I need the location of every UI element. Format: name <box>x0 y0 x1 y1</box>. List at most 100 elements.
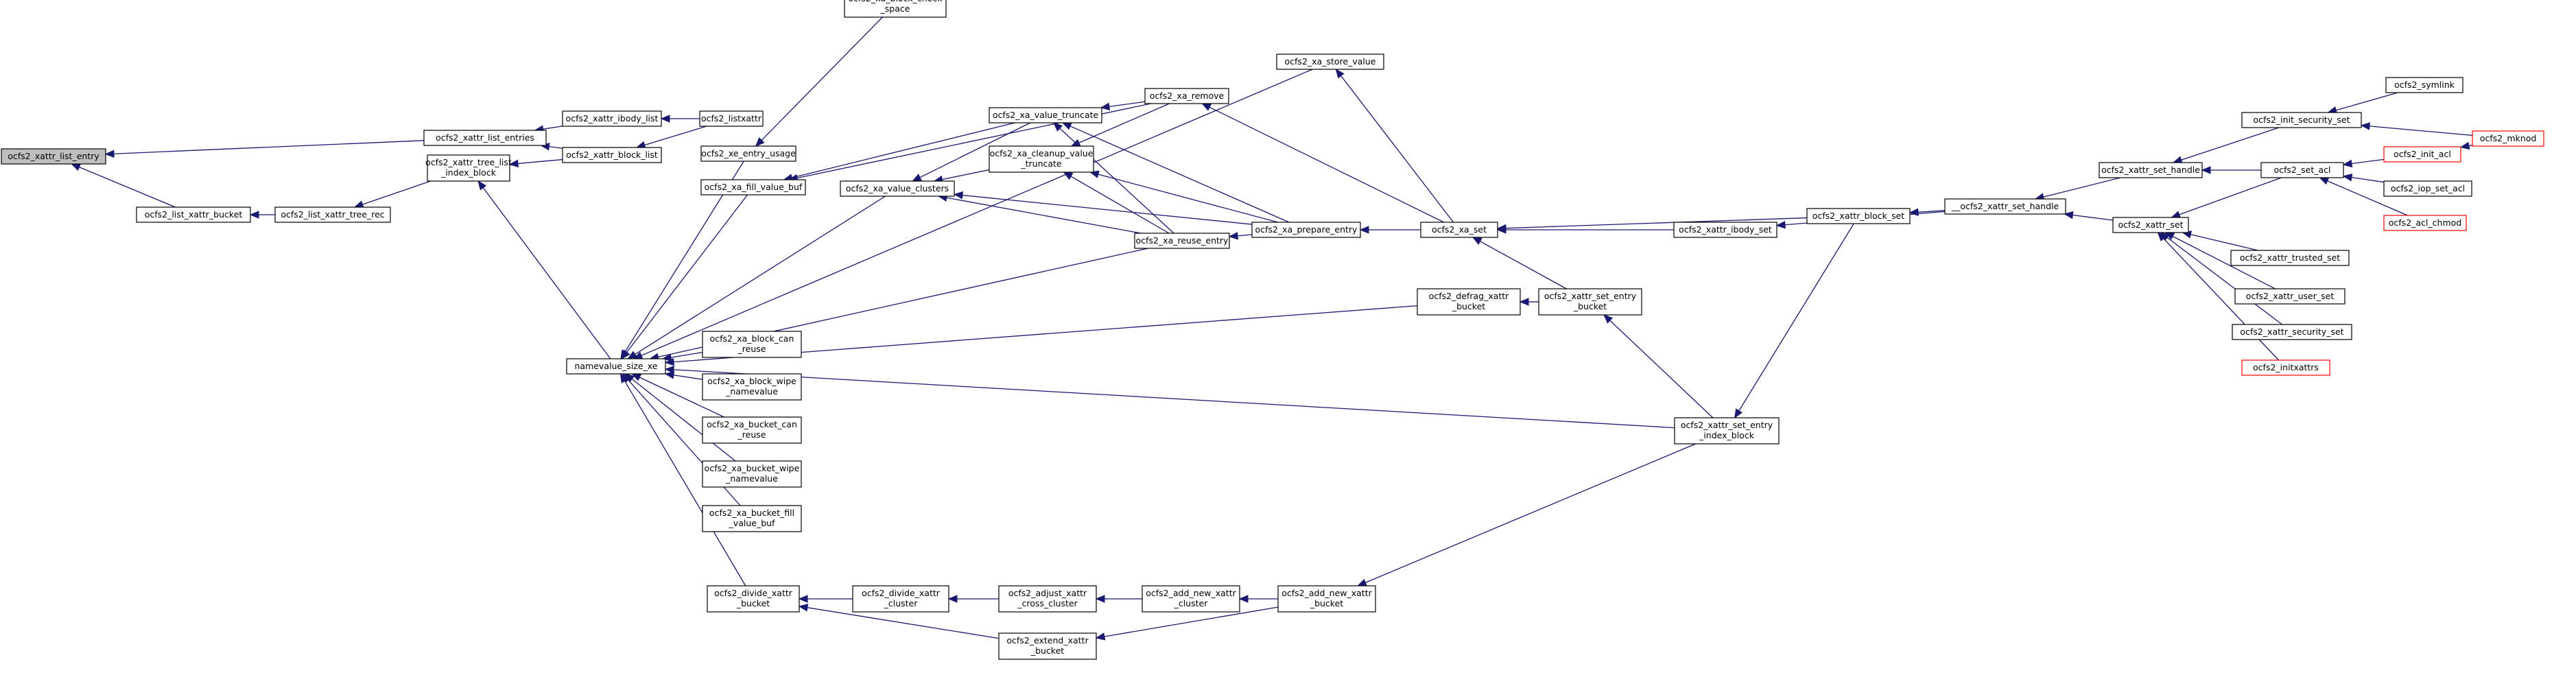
node-xattr-set[interactable]: ocfs2_xattr_set <box>2112 217 2189 233</box>
node-set-acl[interactable]: ocfs2_set_acl <box>2260 162 2344 178</box>
edge-block-set-to-xa-set <box>1496 217 1808 233</box>
node-tree-rec[interactable]: ocfs2_list_xattr_tree_rec <box>274 206 391 223</box>
edge-line <box>2181 127 2280 161</box>
node-box <box>1538 288 1642 316</box>
node-list-bucket[interactable]: ocfs2_list_xattr_bucket <box>136 206 251 223</box>
node-label: _bucket <box>736 598 770 608</box>
node-store-value[interactable]: ocfs2_xa_store_value <box>1276 54 1384 70</box>
edge-xa-remove-to-value-truncate <box>1100 101 1146 111</box>
node-block-wipe-nv[interactable]: ocfs2_xa_block_wipe_namevalue <box>702 373 802 401</box>
node-divide-bucket[interactable]: ocfs2_divide_xattr_bucket <box>707 585 800 613</box>
node-label: ocfs2_xattr_set_entry <box>1681 420 1773 430</box>
arrowhead-icon <box>1095 632 1106 641</box>
edge-line <box>962 194 1253 225</box>
edge-line <box>641 69 1313 356</box>
node-box <box>1944 198 2066 215</box>
arrowhead-icon <box>1053 122 1063 132</box>
node-box <box>2383 215 2467 231</box>
node-init-security-set[interactable]: ocfs2_init_security_set <box>2241 112 2362 128</box>
node-initxattrs[interactable]: ocfs2_initxattrs <box>2241 359 2330 376</box>
edge-set-entry-index-block-to-add-new-bucket <box>1357 443 1697 587</box>
node-prepare-entry[interactable]: ocfs2_xa_prepare_entry <box>1251 222 1361 238</box>
node-label: ocfs2_init_acl <box>2394 149 2451 159</box>
arrowhead-icon <box>2319 177 2330 185</box>
edge-set-entry-index-block-to-nvsize <box>664 366 1675 429</box>
arrowhead-icon <box>627 351 638 359</box>
edge-line <box>2369 126 2473 136</box>
node-list-entries[interactable]: ocfs2_xattr_list_entries <box>423 130 547 146</box>
edge-line <box>1104 606 1279 637</box>
node-divide-cluster[interactable]: ocfs2_divide_xattr_cluster <box>852 585 949 613</box>
node-block-set[interactable]: ocfs2_xattr_block_set <box>1806 208 1911 224</box>
node-tree-list-index[interactable]: ocfs2_xattr_tree_list_index_block <box>425 154 512 182</box>
edge-line <box>946 197 1142 234</box>
node-label: ocfs2_iop_set_acl <box>2391 183 2465 193</box>
node-box <box>1673 222 1777 238</box>
edge-line <box>1070 126 1290 223</box>
node-fill-value-buf[interactable]: ocfs2_xa_fill_value_buf <box>700 179 806 196</box>
node-bucket-fill-value-buf[interactable]: ocfs2_xa_bucket_fill_value_buf <box>702 505 802 532</box>
arrowhead-icon <box>2342 173 2353 182</box>
node-set-handle-internal[interactable]: __ocfs2_xattr_set_handle <box>1944 198 2066 215</box>
node-value-clusters[interactable]: ocfs2_xa_value_clusters <box>840 180 955 197</box>
node-box <box>566 358 666 375</box>
node-set-handle[interactable]: ocfs2_xattr_set_handle <box>2099 162 2203 178</box>
node-label: _value_buf <box>729 518 776 528</box>
node-value-truncate[interactable]: ocfs2_xa_value_truncate <box>989 107 1102 123</box>
edge-iop-set-acl-to-set-acl <box>2342 173 2385 183</box>
node-add-new-cluster[interactable]: ocfs2_add_new_xattr_cluster <box>1142 585 1240 613</box>
node-xa-remove[interactable]: ocfs2_xa_remove <box>1144 88 1229 104</box>
edge-nvsize-to-tree-list-index <box>477 180 611 359</box>
node-iop-set-acl[interactable]: ocfs2_iop_set_acl <box>2383 180 2472 197</box>
node-add-new-bucket[interactable]: ocfs2_add_new_xattr_bucket <box>1277 585 1376 613</box>
node-trusted-set[interactable]: ocfs2_xattr_trusted_set <box>2230 250 2350 266</box>
edge-adjust-cross-to-divide-cluster <box>947 595 999 603</box>
edge-set-entry-bucket-to-xa-set <box>1472 237 1567 289</box>
node-label: ocfs2_adjust_xattr <box>1008 588 1087 598</box>
node-security-set[interactable]: ocfs2_xattr_security_set <box>2232 324 2352 340</box>
node-mknod[interactable]: ocfs2_mknod <box>2472 130 2544 147</box>
node-defrag-bucket[interactable]: ocfs2_defrag_xattr_bucket <box>1417 288 1521 316</box>
node-label: ocfs2_xa_fill_value_buf <box>705 182 803 192</box>
node-block-check-space[interactable]: ocfs2_xa_block_check_space <box>844 0 947 18</box>
edge-line <box>1078 103 1170 143</box>
node-label: _index_block <box>440 167 497 178</box>
node-xa-set[interactable]: ocfs2_xa_set <box>1420 222 1498 238</box>
node-bucket-wipe-nv[interactable]: ocfs2_xa_bucket_wipe_namevalue <box>702 460 802 488</box>
node-nvsize[interactable]: namevalue_size_xe <box>566 358 666 375</box>
node-adjust-cross[interactable]: ocfs2_adjust_xattr_cross_cluster <box>998 585 1097 613</box>
arrowhead-icon <box>1201 103 1212 111</box>
node-ibody-list[interactable]: ocfs2_xattr_ibody_list <box>562 110 662 127</box>
node-acl-chmod[interactable]: ocfs2_acl_chmod <box>2383 215 2467 231</box>
node-ibody-set[interactable]: ocfs2_xattr_ibody_set <box>1673 222 1777 238</box>
node-box <box>702 331 802 358</box>
node-label: ocfs2_xa_bucket_can <box>707 419 797 429</box>
node-user-set[interactable]: ocfs2_xattr_user_set <box>2234 288 2345 305</box>
node-xe-entry-usage[interactable]: ocfs2_xe_entry_usage <box>700 145 796 162</box>
node-set-entry-index-block[interactable]: ocfs2_xattr_set_entry_index_block <box>1674 417 1780 445</box>
node-set-entry-bucket[interactable]: ocfs2_xattr_set_entry_bucket <box>1538 288 1642 316</box>
node-extend-bucket[interactable]: ocfs2_extend_xattr_bucket <box>998 632 1097 660</box>
node-block-list[interactable]: ocfs2_xattr_block_list <box>562 147 662 163</box>
node-box <box>1674 417 1780 445</box>
arrowhead-icon <box>660 115 670 123</box>
arrowhead-icon <box>755 137 765 147</box>
node-init-acl[interactable]: ocfs2_init_acl <box>2383 146 2461 163</box>
edge-line <box>631 378 736 462</box>
node-listxattr[interactable]: ocfs2_listxattr <box>699 110 764 127</box>
edge-line <box>2190 234 2258 251</box>
node-label: ocfs2_acl_chmod <box>2389 217 2461 228</box>
edge-divide-cluster-to-divide-bucket <box>798 595 853 603</box>
edge-line <box>639 377 724 418</box>
arrowhead-icon <box>477 180 487 191</box>
node-symlink[interactable]: ocfs2_symlink <box>2385 77 2463 93</box>
arrowhead-icon <box>2171 211 2182 219</box>
node-cleanup-value-truncate[interactable]: ocfs2_xa_cleanup_value_truncate <box>989 145 1094 173</box>
node-bucket-can-reuse[interactable]: ocfs2_xa_bucket_can_reuse <box>702 416 802 444</box>
node-label: _bucket <box>1573 301 1607 311</box>
node-block-can-reuse[interactable]: ocfs2_xa_block_can_reuse <box>702 331 802 358</box>
node-reuse-entry[interactable]: ocfs2_xa_reuse_entry <box>1134 233 1230 249</box>
node-label: ocfs2_xattr_tree_list <box>425 157 512 167</box>
node-root[interactable]: ocfs2_xattr_list_entry <box>1 148 106 165</box>
